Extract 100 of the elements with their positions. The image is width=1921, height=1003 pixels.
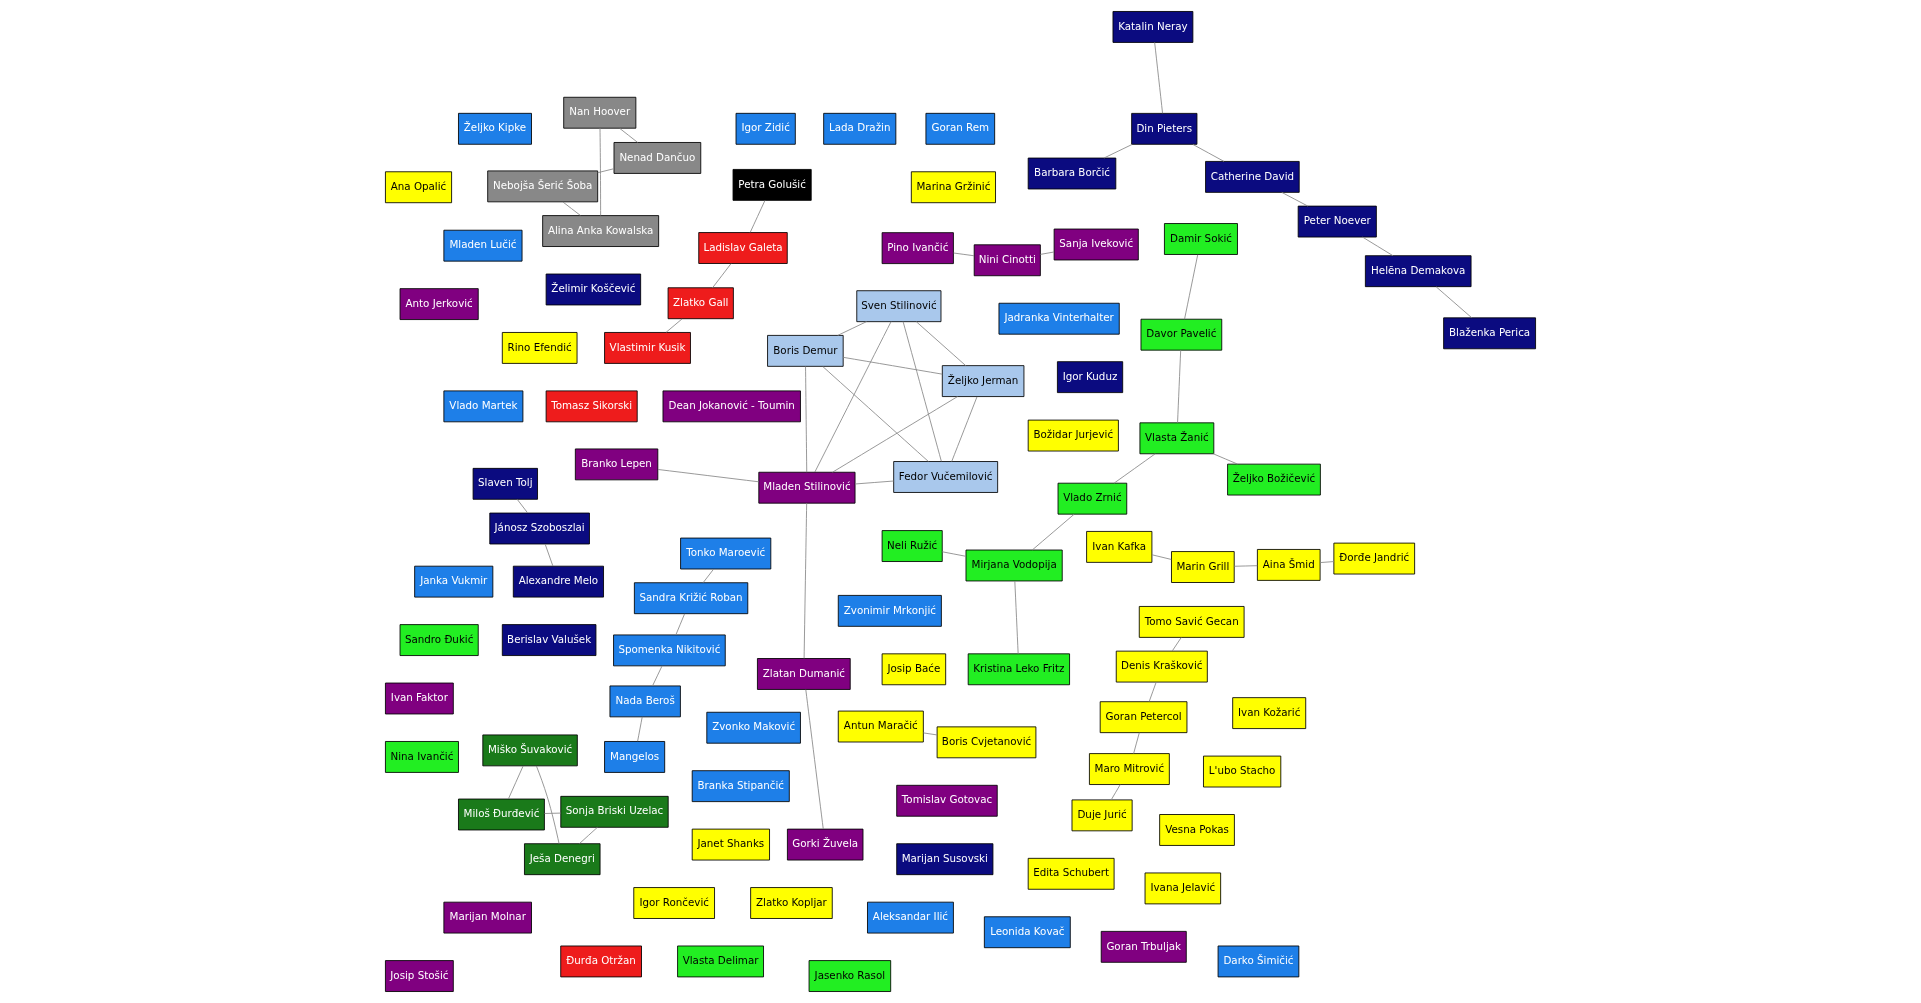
connector [507, 765, 524, 800]
connector [544, 543, 554, 567]
node-box: Leonida Kovač [983, 916, 1071, 949]
node-box: Zlatko Gall [667, 287, 734, 320]
connector [803, 502, 808, 659]
node-box: Alexandre Melo [512, 565, 604, 598]
node-box: Janet Shanks [691, 828, 770, 861]
connector [579, 826, 598, 844]
connector [1362, 236, 1394, 257]
node-box: Ladislav Galeta [698, 232, 788, 264]
node-box: Goran Petercol [1099, 701, 1188, 734]
connector [1177, 349, 1182, 424]
node-box: Josip Stošić [385, 960, 454, 992]
node-box: Josip Baće [881, 653, 947, 686]
node-box: Marin Grill [1171, 551, 1235, 583]
connector [842, 356, 943, 375]
connector [941, 551, 967, 557]
node-box: Katalin Neray [1112, 11, 1194, 43]
node-box: Vlasta Delimar [677, 945, 764, 978]
connector [1154, 42, 1163, 114]
connector [854, 480, 895, 485]
connector [665, 318, 683, 333]
node-box: Darko Šimičić [1217, 945, 1300, 978]
node-box: Mirjana Vodopija [965, 549, 1063, 582]
node-box: Branka Stipančić [691, 770, 790, 803]
connector [597, 168, 615, 174]
connector [599, 127, 602, 216]
node-box: Petra Golušić [732, 169, 812, 201]
connector [1133, 732, 1140, 754]
node-box: Ana Opalić [385, 171, 453, 204]
node-box: Edita Schubert [1027, 857, 1115, 890]
connector [562, 201, 581, 216]
node-box: Ivan Kafka [1086, 531, 1153, 563]
node-box: Đorđe Jandrić [1333, 542, 1416, 575]
node-box: Nada Beroš [609, 685, 681, 718]
node-box: Helēna Demakova [1364, 255, 1472, 288]
node-box: Nini Cinotti [973, 244, 1041, 277]
connector [652, 665, 663, 687]
node-box: Marijan Molnar [443, 901, 532, 934]
node-box: Đurđa Otržan [560, 945, 642, 978]
node-box: Barbara Borčić [1027, 157, 1117, 190]
node-box: Goran Trbuljak [1100, 930, 1187, 963]
connector [953, 252, 975, 257]
connector [1014, 580, 1019, 655]
node-box: Želimir Koščević [545, 273, 642, 306]
node-box: Goran Rem [925, 112, 996, 145]
node-box: Tonko Maroević [680, 537, 772, 570]
node-box: Vlasta Žanić [1139, 422, 1215, 455]
node-box: Zvonko Maković [706, 711, 801, 744]
node-box: Antun Maračić [837, 710, 924, 743]
node-box: Jasenko Rasol [808, 960, 892, 992]
node-box: Ivana Jelavić [1144, 872, 1222, 905]
node-box: Sven Stilinović [856, 290, 942, 323]
node-box: Zlatko Kopljar [750, 887, 833, 919]
node-box: Maro Mitrović [1089, 753, 1170, 785]
node-box: Janka Vukmir [414, 565, 494, 598]
connector [951, 396, 978, 462]
node-box: Boris Cvjetanović [936, 726, 1037, 759]
node-box: Ivan Kožarić [1232, 697, 1307, 729]
connector [1151, 554, 1172, 560]
node-box: Nan Hoover [563, 96, 637, 129]
node-box: Pino Ivančić [881, 232, 954, 265]
node-box: Tomasz Sikorski [545, 390, 638, 423]
node-box: Željko Jerman [941, 365, 1025, 397]
connector [1113, 453, 1156, 484]
node-box: Miloš Đurđević [458, 798, 545, 831]
node-box: L'ubo Stacho [1203, 755, 1282, 788]
connector [675, 613, 685, 636]
connector [837, 321, 867, 336]
node-box: Boris Demur [767, 335, 844, 367]
connector [1319, 561, 1335, 563]
node-box: Mangelos [604, 741, 666, 773]
connector [1110, 784, 1121, 801]
node-box: Jadranka Vinterhalter [998, 302, 1120, 335]
node-box: Spomenka Nikitović [613, 634, 726, 667]
node-box: Davor Pavelić [1140, 318, 1223, 351]
node-box: Sandra Križić Roban [633, 582, 749, 615]
node-box: Vesna Pokas [1159, 814, 1235, 846]
node-box: Aina Šmid [1256, 549, 1321, 581]
node-box: Nebojša Šerić Šoba [487, 170, 599, 203]
node-box: Igor Kuduz [1056, 361, 1124, 394]
node-box: Ješa Denegri [524, 843, 601, 876]
connector [712, 263, 732, 289]
connector [619, 128, 638, 143]
connector [1212, 453, 1238, 465]
node-box: Zvonimir Mrkonjić [837, 594, 942, 627]
connector [915, 321, 967, 366]
node-box: Ivan Faktor [385, 682, 454, 715]
connector [923, 732, 938, 736]
node-box: Damir Sokić [1164, 223, 1238, 255]
connector [1031, 513, 1075, 551]
connector [902, 321, 942, 462]
node-box: Mladen Stilinović [758, 471, 856, 504]
connector [749, 200, 766, 233]
connector [702, 568, 714, 583]
node-box: Slaven Tolj [472, 467, 538, 500]
node-box: Din Pieters [1131, 112, 1198, 145]
node-box: Željko Kipke [458, 112, 532, 145]
node-box: Marina Gržinić [910, 171, 996, 204]
node-box: Igor Rončević [633, 887, 715, 919]
